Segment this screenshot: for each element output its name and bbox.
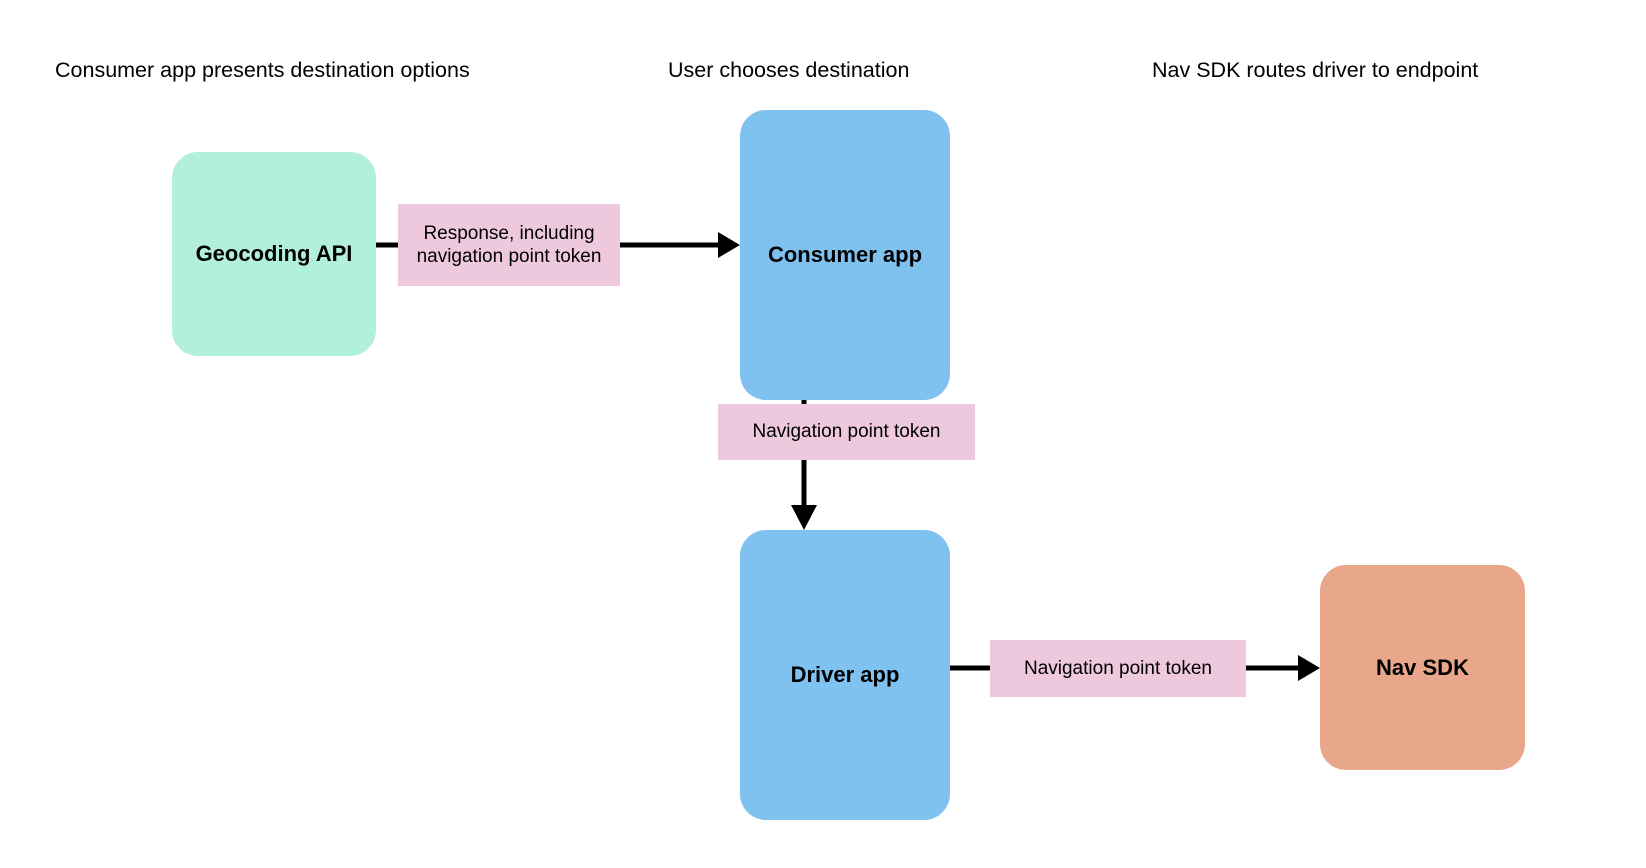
node-label: Consumer app [767, 242, 923, 267]
column-heading-consumer-app: Consumer app presents destination option… [55, 58, 470, 82]
node-label: Driver app [790, 662, 900, 687]
edge-label-navigation-point-token-horizontal: Navigation point token [990, 640, 1246, 697]
arrow-head-icon [718, 232, 740, 258]
edge-label-text: Navigation point token [1023, 657, 1212, 679]
edge-label-response-including-navigation-point-token: Response, including navigation point tok… [398, 204, 620, 286]
node-geocoding-api[interactable]: Geocoding API [172, 152, 376, 356]
column-heading-nav-sdk: Nav SDK routes driver to endpoint [1152, 58, 1479, 82]
column-heading-user-chooses: User chooses destination [668, 58, 910, 82]
edge-label-navigation-point-token-vertical: Navigation point token [718, 404, 975, 460]
node-nav-sdk[interactable]: Nav SDK [1320, 565, 1525, 770]
edge-label-text: Response, including navigation point tok… [416, 222, 602, 267]
arrow-head-icon [1298, 655, 1320, 681]
node-driver-app[interactable]: Driver app [740, 530, 950, 820]
node-label: Nav SDK [1376, 654, 1469, 680]
node-label: Geocoding API [195, 241, 353, 266]
edge-label-text: Navigation point token [752, 421, 941, 443]
arrow-head-icon [791, 505, 817, 530]
node-consumer-app[interactable]: Consumer app [740, 110, 950, 400]
